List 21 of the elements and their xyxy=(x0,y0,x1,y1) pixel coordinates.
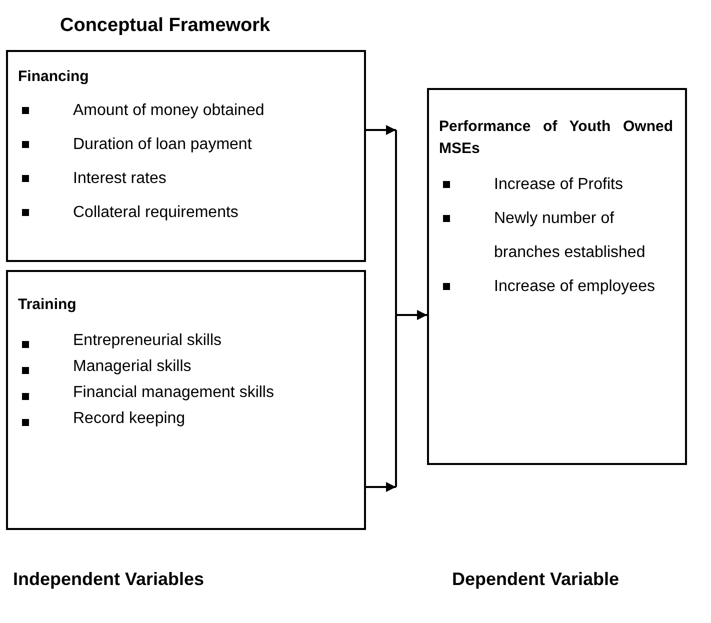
list-item: Managerial skills xyxy=(73,357,192,377)
list-item: Increase of employees xyxy=(494,277,655,297)
list-item: Record keeping xyxy=(73,409,186,429)
box-heading: Performance of Youth Owned MSEs xyxy=(439,117,673,159)
variable-box xyxy=(427,88,687,465)
list-item: Entrepreneurial skills xyxy=(73,331,222,351)
list-item: Increase of Profits xyxy=(494,175,623,195)
diagram-title: Conceptual Framework xyxy=(60,14,270,38)
variable-box xyxy=(6,50,366,262)
list-item: Amount of money obtained xyxy=(73,101,264,121)
list-item: Newly number of branches established xyxy=(494,209,646,263)
list-item: Financial management skills xyxy=(73,383,274,403)
list-item: Collateral requirements xyxy=(73,203,238,223)
box-heading: Financing xyxy=(18,67,90,87)
list-item: Duration of loan payment xyxy=(73,135,252,155)
connector-arrow xyxy=(366,310,427,492)
column-label: Independent Variables xyxy=(13,568,204,591)
list-item: Interest rates xyxy=(73,169,166,189)
column-label: Dependent Variable xyxy=(452,568,620,591)
box-heading: Training xyxy=(18,295,78,315)
variable-box xyxy=(6,270,366,530)
